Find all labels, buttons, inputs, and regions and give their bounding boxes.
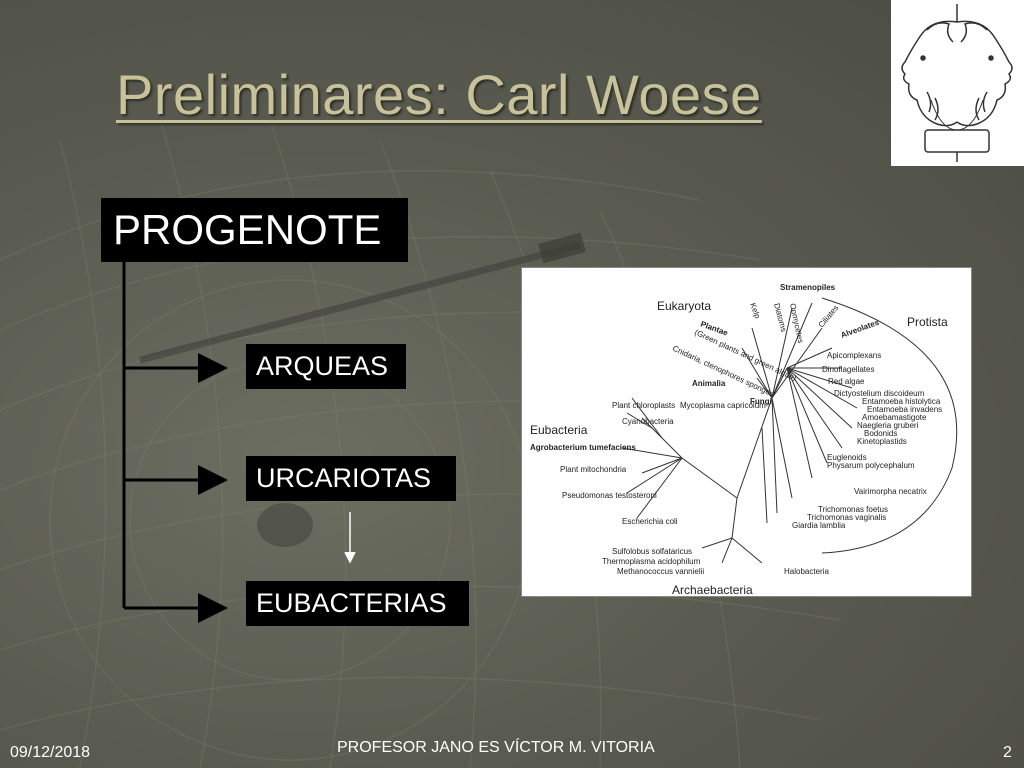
tree-label: Methanococcus vannielii bbox=[617, 567, 704, 576]
tree-label: Cyanobacteria bbox=[622, 417, 674, 426]
tree-label: Halobacteria bbox=[784, 567, 829, 576]
footer-page-number: 2 bbox=[1003, 744, 1012, 761]
tree-group-animalia: Animalia bbox=[692, 379, 726, 388]
tree-label: Cnidaria, ctenophores sponges bbox=[671, 344, 775, 399]
urcariotas-box: URCARIOTAS bbox=[246, 456, 456, 501]
tree-label: Trichomonas vaginalis bbox=[807, 513, 886, 522]
tree-label: Oomycetes bbox=[788, 303, 805, 344]
tree-group-stramenopiles: Stramenopiles bbox=[780, 283, 836, 292]
tree-label: Naegleria gruberi bbox=[857, 421, 919, 430]
tree-label: Ciliates bbox=[817, 303, 841, 329]
tree-label: Bodonids bbox=[864, 429, 897, 438]
tree-label: Physarum polycephalum bbox=[827, 461, 915, 470]
tree-label: Euglenoids bbox=[827, 453, 867, 462]
tree-label: Dictyostelium discoideum bbox=[834, 389, 925, 398]
tree-label: Kelp bbox=[748, 302, 762, 321]
tree-label: Giardia lamblia bbox=[792, 521, 846, 530]
tree-domain-archaebacteria: Archaebacteria bbox=[672, 583, 753, 597]
tree-label: Dinoflagellates bbox=[822, 365, 874, 374]
tree-label: Pseudomonas testosteroni bbox=[562, 491, 657, 500]
tree-group-alveolates: Alveolates bbox=[840, 318, 881, 340]
eubacterias-box: EUBACTERIAS bbox=[246, 581, 469, 626]
tree-label: Sulfolobus solfataricus bbox=[612, 547, 692, 556]
tree-label: Escherichia coli bbox=[622, 517, 678, 526]
janus-head-image bbox=[891, 0, 1024, 166]
tree-domain-eukaryota: Eukaryota bbox=[657, 299, 711, 313]
tree-label: Red algae bbox=[828, 377, 865, 386]
tree-label: Amoebamastigote bbox=[862, 413, 927, 422]
progenote-box: PROGENOTE bbox=[101, 198, 408, 262]
tree-label: Entamoeba invadens bbox=[867, 405, 942, 414]
tree-label: Mycoplasma capricolum bbox=[680, 401, 766, 410]
tree-label: Trichomonas foetus bbox=[818, 505, 888, 514]
tree-label: Apicomplexans bbox=[827, 351, 881, 360]
tree-label: Vairimorpha necatrix bbox=[854, 487, 927, 496]
tree-group-fungi: Fungi bbox=[750, 397, 772, 406]
phylogenetic-tree-image: Eukaryota Protista Eubacteria Archaebact… bbox=[521, 267, 972, 597]
tree-label: Agrobacterium tumefaciens bbox=[530, 443, 636, 452]
tree-domain-eubacteria: Eubacteria bbox=[530, 423, 588, 437]
arqueas-box: ARQUEAS bbox=[246, 344, 406, 389]
tree-label: Plant mitochondria bbox=[560, 465, 627, 474]
footer-author: PROFESOR JANO ES VÍCTOR M. VITORIA bbox=[337, 739, 655, 756]
tree-domain-protista: Protista bbox=[907, 315, 948, 329]
tree-label: Diatoms bbox=[772, 302, 788, 333]
tree-label: (Green plants and green algae) bbox=[693, 328, 798, 383]
tree-label: Plant chloroplasts bbox=[612, 401, 675, 410]
tree-label: Entamoeba histolytica bbox=[862, 397, 941, 406]
tree-label: Kinetoplastids bbox=[857, 437, 907, 446]
tree-label: Thermoplasma acidophilum bbox=[602, 557, 701, 566]
footer-date: 09/12/2018 bbox=[10, 744, 91, 761]
slide-title: Preliminares: Carl Woese bbox=[116, 63, 762, 126]
